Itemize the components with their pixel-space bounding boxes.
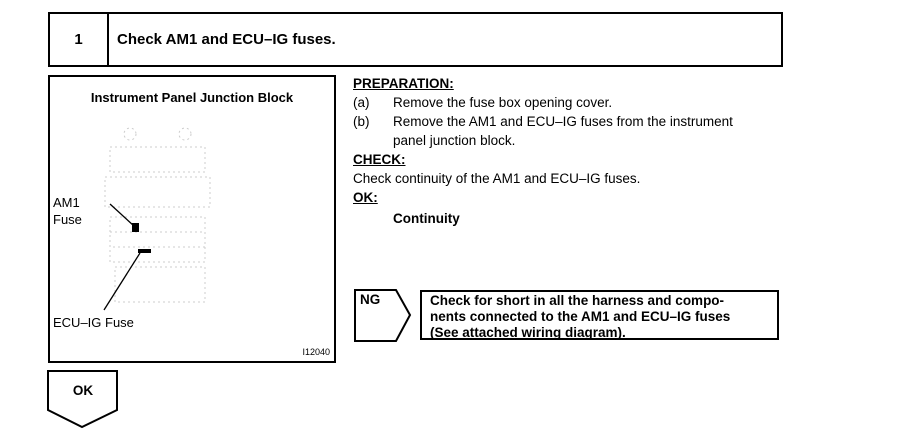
ecu-ig-label: ECU–IG Fuse [53,315,134,330]
junction-block-figure: Instrument Panel Junction Block AM1 Fuse… [48,75,336,363]
ng-line-1: Check for short in all the harness and c… [430,293,725,308]
am1-label-line2: Fuse [53,212,82,227]
am1-label-line1: AM1 [53,195,80,210]
ng-line-2: nents connected to the AM1 and ECU–IG fu… [430,309,731,324]
junction-block-drawing [103,127,211,311]
prep-text-b2: panel junction block. [393,133,516,148]
prep-item-b: (b) Remove the AM1 and ECU–IG fuses from… [353,112,793,150]
am1-fuse-marker [132,223,139,232]
ng-message-box: Check for short in all the harness and c… [420,290,779,340]
ok-arrow-box [47,370,118,429]
ok-text: Continuity [393,211,460,226]
check-heading: CHECK: [353,152,406,167]
prep-marker-a: (a) [353,95,370,110]
preparation-heading: PREPARATION: [353,76,454,91]
ok-flow-label: OK [72,383,94,398]
step-header: 1 Check AM1 and ECU–IG fuses. [48,12,783,67]
ng-label: NG [360,292,381,307]
figure-title: Instrument Panel Junction Block [90,90,294,105]
ok-heading: OK: [353,190,378,205]
step-number: 1 [50,14,109,65]
figure-code: I12040 [302,347,330,357]
ng-arrow-box [354,289,412,342]
step-title: Check AM1 and ECU–IG fuses. [117,31,336,48]
prep-text-b: Remove the AM1 and ECU–IG fuses from the… [393,112,733,150]
ecu-ig-fuse-marker [138,249,151,253]
instructions: PREPARATION: (a) Remove the fuse box ope… [353,74,793,228]
am1-label: AM1 Fuse [53,194,82,228]
prep-text-b1: Remove the AM1 and ECU–IG fuses from the… [393,114,733,129]
am1-leader-line [109,203,135,227]
prep-text-a: Remove the fuse box opening cover. [393,95,613,110]
prep-marker-b: (b) [353,114,370,129]
ecu-leader-line [103,252,141,311]
prep-item-a: (a) Remove the fuse box opening cover. [353,93,793,112]
ng-line-3: (See attached wiring diagram). [430,325,626,340]
check-text: Check continuity of the AM1 and ECU–IG f… [353,171,641,186]
